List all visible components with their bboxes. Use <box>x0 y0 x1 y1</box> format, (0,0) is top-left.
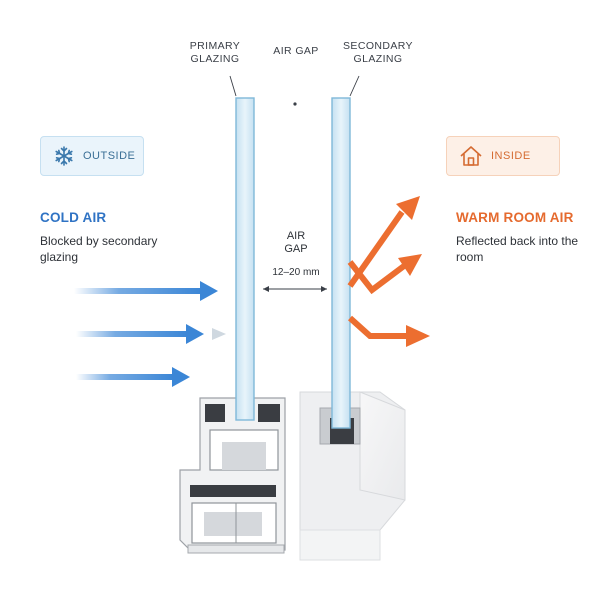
snowflake-icon <box>53 145 75 167</box>
primary-glazing-label: PRIMARY GLAZING <box>189 40 241 65</box>
warm-air-arrows <box>347 196 430 347</box>
cold-air-arrow <box>76 367 190 387</box>
secondary-glazing-pane <box>331 97 351 429</box>
air-gap-range: 12–20 mm <box>272 267 320 278</box>
inside-label: INSIDE <box>491 150 531 162</box>
primary-glazing-pane <box>235 97 255 421</box>
pvc-frame-profile <box>179 397 286 554</box>
primary-glazing-leader <box>229 75 237 97</box>
air-gap-label: AIR GAP <box>284 230 308 255</box>
cold-air-blocked-marker <box>212 328 226 340</box>
secondary-glazing-label: SECONDARY GLAZING <box>343 40 413 65</box>
cold-air-arrow <box>74 281 218 301</box>
cold-air-description: Blocked by secondary glazing <box>40 234 158 264</box>
air-gap-dimension-arrow <box>263 286 327 292</box>
house-icon <box>459 145 483 167</box>
inside-wall-reveal <box>299 391 406 561</box>
warm-air-arrow <box>347 315 430 347</box>
air-gap-leader-dot <box>293 102 297 106</box>
air-gap-top-label: AIR GAP <box>273 45 319 57</box>
cold-air-arrows <box>74 281 226 387</box>
inside-badge: INSIDE <box>446 136 560 176</box>
secondary-glazing-leader <box>349 75 360 97</box>
warm-air-description: Reflected back into the room <box>456 234 579 264</box>
cold-air-arrow <box>76 324 204 344</box>
outside-badge: OUTSIDE <box>40 136 144 176</box>
outside-label: OUTSIDE <box>83 150 136 162</box>
cold-air-title: COLD AIR <box>40 210 107 225</box>
warm-air-title: WARM ROOM AIR <box>456 210 574 225</box>
warm-air-arrow <box>347 254 422 295</box>
